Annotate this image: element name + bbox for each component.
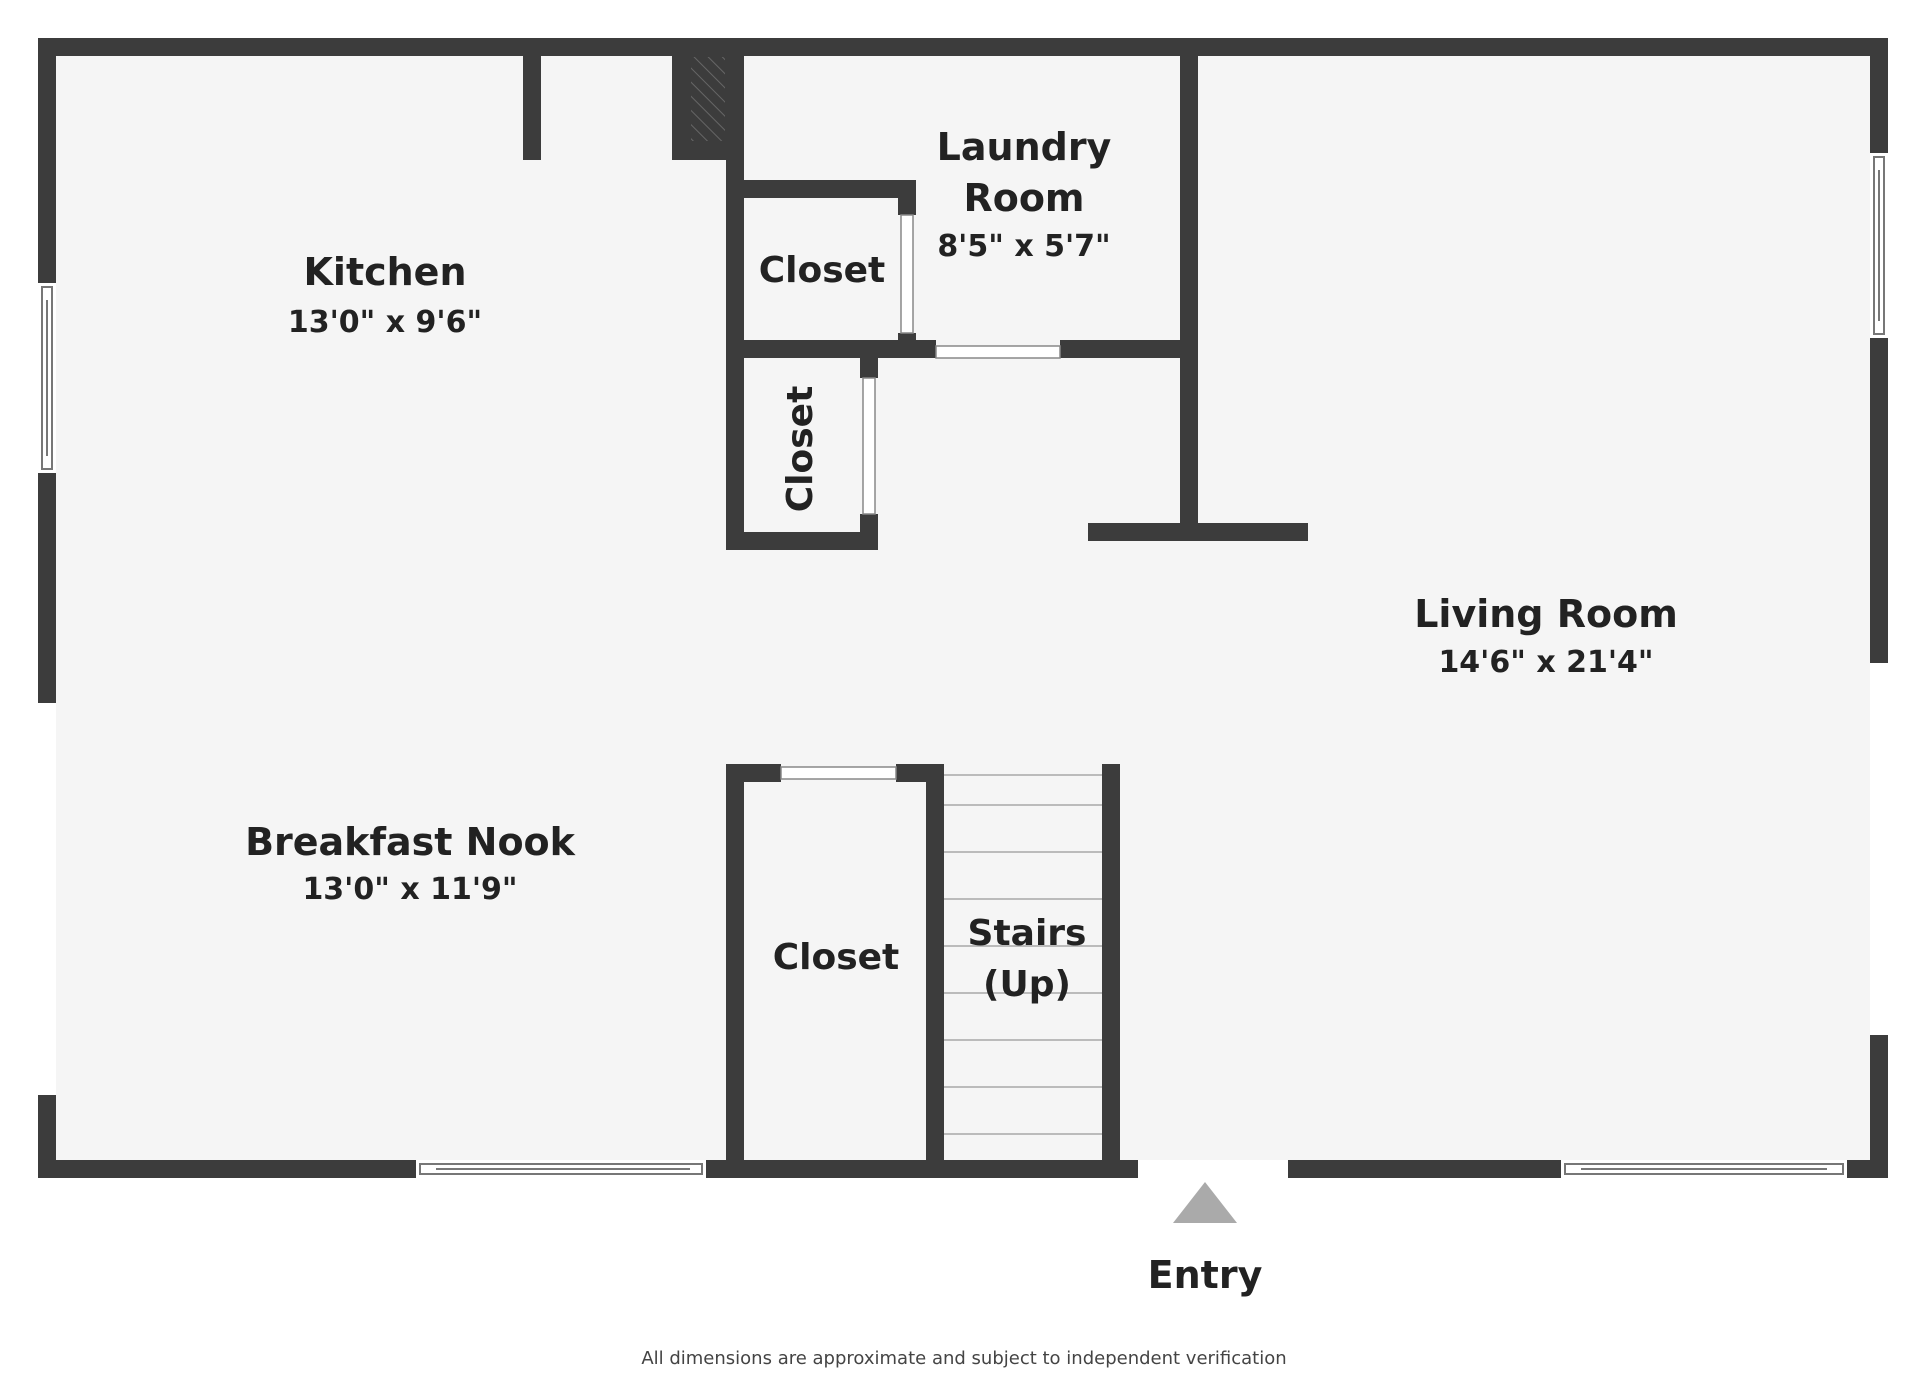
laundry-label-line2: Room bbox=[963, 176, 1084, 220]
kitchen-label: Kitchen bbox=[303, 250, 466, 294]
living-room-label: Living Room bbox=[1414, 592, 1678, 636]
closet-upper-label: Closet bbox=[759, 250, 886, 291]
door-openings bbox=[781, 215, 1060, 779]
laundry-label-line1: Laundry bbox=[937, 125, 1112, 169]
closet-vertical-label: Closet bbox=[780, 386, 821, 513]
laundry-dims: 8'5" x 5'7" bbox=[937, 229, 1110, 264]
living-room-dims: 14'6" x 21'4" bbox=[1438, 645, 1653, 680]
stairs-label-line1: Stairs bbox=[968, 913, 1087, 954]
breakfast-nook-dims: 13'0" x 11'9" bbox=[302, 872, 517, 907]
breakfast-nook-label: Breakfast Nook bbox=[245, 820, 576, 864]
stair-treads bbox=[944, 774, 1102, 1135]
chimney-flue bbox=[689, 55, 727, 143]
window-frames bbox=[41, 156, 1885, 1175]
disclaimer-text: All dimensions are approximate and subje… bbox=[641, 1348, 1286, 1369]
door-frames bbox=[780, 214, 1061, 780]
closet-lower-label: Closet bbox=[773, 937, 900, 978]
stairs-label-line2: (Up) bbox=[983, 964, 1071, 1005]
floor-area bbox=[48, 48, 1878, 1170]
entry-arrow-icon bbox=[1173, 1182, 1237, 1223]
kitchen-dims: 13'0" x 9'6" bbox=[288, 305, 482, 340]
interior-walls bbox=[523, 48, 1308, 1170]
entry-label: Entry bbox=[1148, 1253, 1263, 1297]
